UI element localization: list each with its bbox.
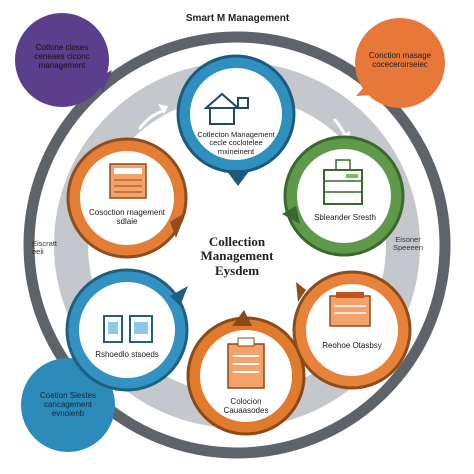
corner-line: coceceroirseiec	[372, 59, 428, 69]
corner-label-bottom-left: Coetion Siestes cancagement evnoienb	[26, 391, 110, 418]
arrow-head-icon	[158, 104, 168, 114]
corner-line: Cotlone closes	[35, 43, 89, 52]
node-line: Cauaasodes	[223, 405, 269, 415]
node-inner-bottom-left	[79, 282, 175, 378]
node-line: Rshoedlo stsoeds	[95, 350, 159, 359]
node-label-left: Cosoction rnagement sdlaie	[82, 208, 172, 227]
document-icon	[109, 163, 147, 199]
center-title: Collection Management Eysdem	[170, 234, 304, 278]
node-pointer	[170, 212, 186, 238]
corner-line: ceneaes ciconc	[34, 51, 90, 61]
corner-line: management	[38, 60, 86, 70]
ring-line: Speeeen	[392, 243, 424, 253]
node-line: mxineinent	[217, 146, 255, 156]
home-icon	[203, 92, 249, 125]
corner-pointer	[95, 70, 112, 92]
node-inner-bottom-right	[306, 284, 398, 376]
corner-circle-top-right	[355, 18, 445, 108]
folder-icon	[329, 292, 371, 327]
corner-line: Coetion Siestes	[39, 391, 97, 400]
corner-circle-bottom-left	[21, 358, 115, 452]
center-line-1: Collection	[208, 234, 266, 249]
node-line: Colocion	[230, 397, 262, 406]
corner-line: Conction masage	[368, 51, 432, 60]
node-pointer	[282, 206, 300, 224]
ring-label-left: Eiscratt eeli	[32, 239, 92, 257]
corner-pointer	[356, 85, 376, 96]
node-line: Sbleander Sresth	[314, 213, 376, 222]
node-pointer	[232, 310, 252, 326]
node-label-bottom-right: Reohoe Otasbsy	[306, 341, 398, 351]
center-line-3: Eysdem	[214, 262, 260, 278]
ring-label-right: Eisoner Speeeen	[378, 235, 438, 253]
outer-ring	[23, 31, 451, 459]
node-line: Cotlecton Management	[197, 130, 275, 139]
node-label-right: Sbleander Sresth	[300, 213, 390, 223]
devices-icon	[103, 315, 153, 343]
node-pointer	[296, 282, 306, 302]
node-label-bottom-left: Rshoedlo stsoeds	[82, 350, 172, 360]
node-line: Reohoe Otasbsy	[322, 341, 382, 350]
node-line: sdlaie	[116, 216, 138, 226]
storage-icon	[323, 159, 363, 205]
ring-line: eeli	[32, 247, 44, 257]
node-inner-top	[190, 68, 282, 160]
center-line-2: Management	[200, 248, 274, 264]
ring-line: Eiscratt	[32, 239, 58, 248]
corner-label-top-right: Conction masage coceceroirseiec	[358, 51, 442, 70]
node-label-top: Cotlecton Management cecle coclotelee mx…	[186, 130, 286, 156]
corner-line: cancagement	[43, 399, 93, 409]
node-label-bottom: Colocion Cauaasodes	[200, 397, 292, 416]
node-pointer	[170, 286, 188, 306]
clipboard-icon	[227, 337, 265, 389]
corner-line: evnoienb	[51, 408, 85, 418]
ring-line: Eisoner	[395, 235, 421, 244]
diagram-title: Smart M Management	[185, 13, 290, 24]
node-line: Cosoction rnagement	[88, 208, 166, 217]
corner-label-top-left: Cotlone closes ceneaes ciconc management	[20, 43, 104, 70]
node-line: cecle coclotelee	[209, 138, 263, 148]
corner-circle-top-left	[15, 13, 109, 107]
node-pointer	[226, 170, 250, 186]
